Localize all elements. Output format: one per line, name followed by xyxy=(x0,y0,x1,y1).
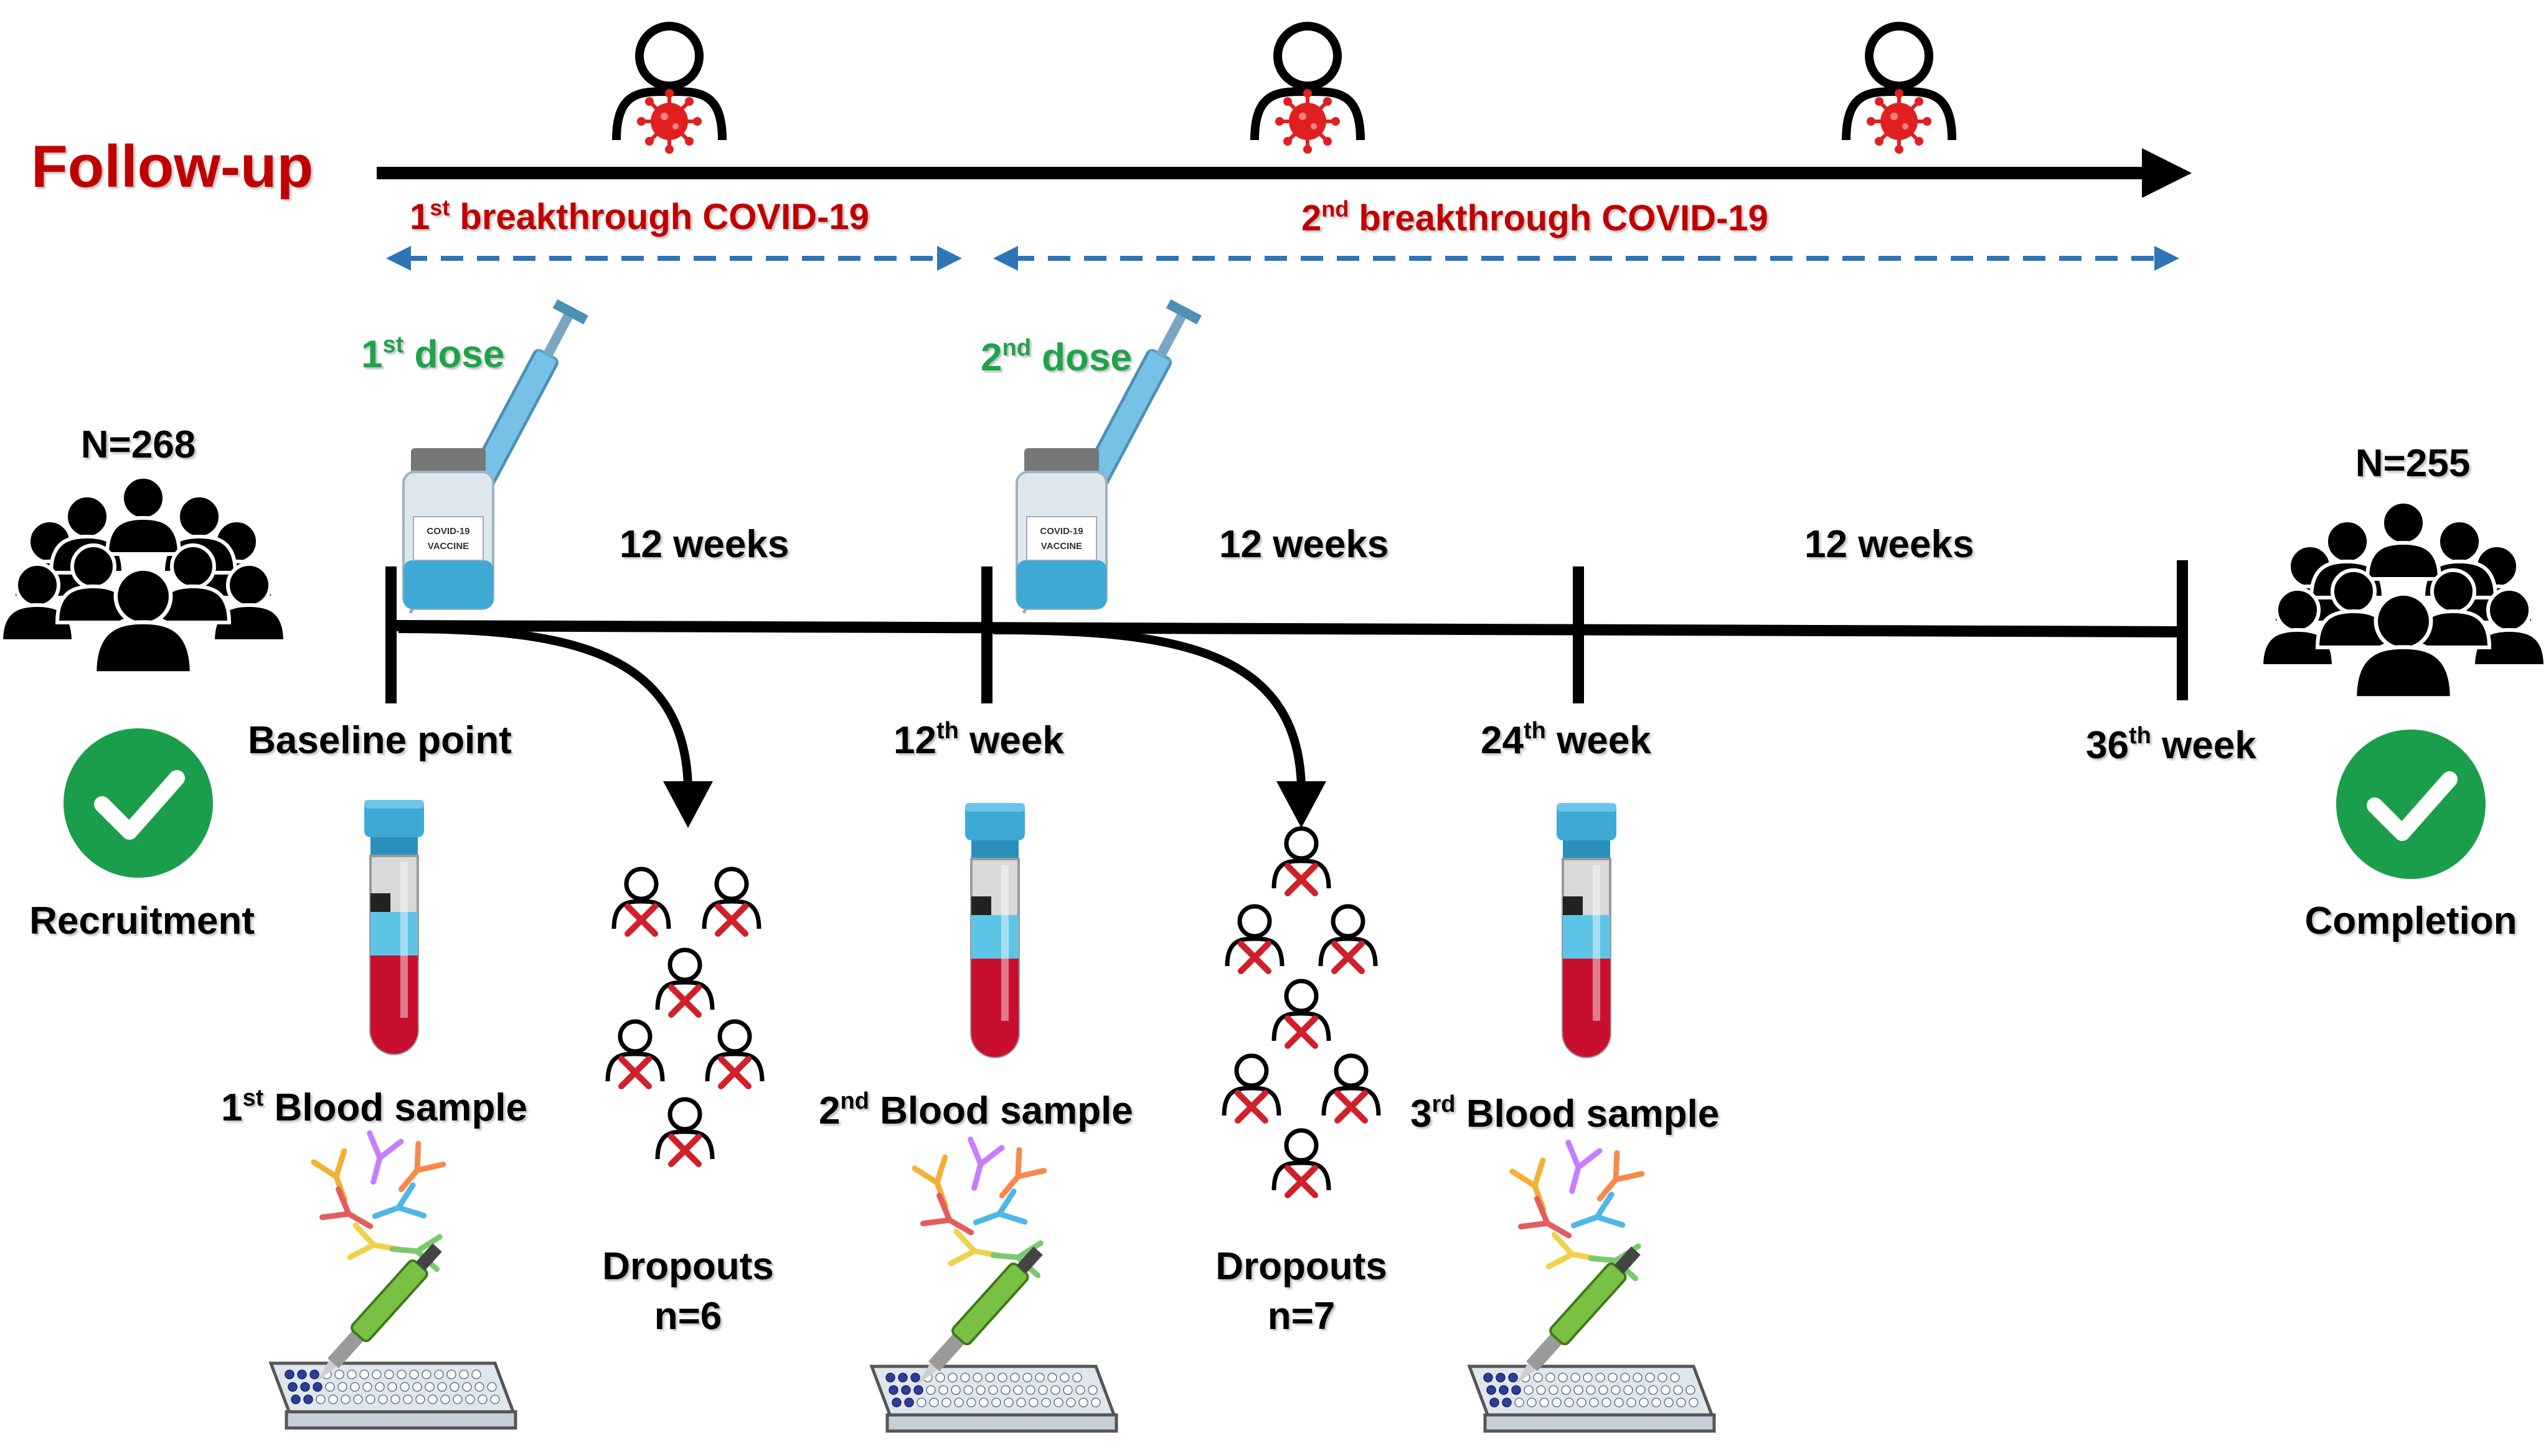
recruitment-label: Recruitment xyxy=(29,899,255,942)
timeline-axis xyxy=(390,620,2183,637)
dropout-person-icon xyxy=(608,1022,662,1086)
dashed-arrowhead-left xyxy=(993,246,1018,271)
interval-label-3: 12 weeks xyxy=(1804,523,1974,566)
interval-label-2: 12 weeks xyxy=(1219,523,1389,566)
breakthrough-label-1: 1st breakthrough COVID-19 xyxy=(410,195,869,237)
dropouts-count-2: n=7 xyxy=(1268,1295,1336,1338)
vaccine-syringe-icon: COVID-19 VACCINE xyxy=(1016,299,1202,614)
dropout-person-icon xyxy=(1274,829,1329,893)
dropout-arrowhead-2 xyxy=(1276,781,1326,828)
timepoint-week36: 36th week xyxy=(2086,723,2256,767)
dropout-person-icon xyxy=(707,1022,762,1086)
timepoint-week12: 12th week xyxy=(893,718,1064,762)
dropouts-label-1: Dropouts xyxy=(602,1245,774,1288)
dropout-person-icon xyxy=(1274,981,1329,1046)
followup-title: Follow-up xyxy=(31,133,313,200)
dropout-group-1 xyxy=(608,869,762,1164)
dropout-arrow-2 xyxy=(992,626,1306,788)
dropouts-label-2: Dropouts xyxy=(1215,1245,1387,1288)
dropout-person-icon xyxy=(614,869,669,934)
dose-label-1: 1st dose xyxy=(361,332,504,376)
dropout-person-icon xyxy=(1224,1056,1279,1120)
breakthrough-label-2: 2nd breakthrough COVID-19 xyxy=(1301,196,1768,238)
antibody-icon xyxy=(314,1133,443,1269)
infected-person-icon xyxy=(1255,26,1360,154)
dose-label-2: 2nd dose xyxy=(981,335,1132,379)
timepoint-baseline: Baseline point xyxy=(248,719,512,762)
dashed-arrowhead-left xyxy=(386,246,411,271)
dropout-group-2 xyxy=(1224,829,1379,1195)
recruitment-count: N=268 xyxy=(81,423,196,466)
dropout-person-icon xyxy=(704,869,759,934)
blood-sample-label-2: 2nd Blood sample xyxy=(819,1088,1133,1132)
dropout-arrowhead-1 xyxy=(663,781,713,828)
dropout-arrow-1 xyxy=(398,624,692,788)
vial-label: VACCINE xyxy=(428,541,469,552)
dashed-arrowhead-right xyxy=(937,246,962,271)
crowd-icon xyxy=(2261,502,2545,698)
dropout-person-icon xyxy=(1324,1056,1379,1120)
timepoint-week24: 24th week xyxy=(1481,718,1651,762)
check-circle-icon xyxy=(64,728,213,878)
completion-label: Completion xyxy=(2305,899,2517,942)
antibody-icon xyxy=(915,1139,1044,1275)
dropout-person-icon xyxy=(658,950,712,1015)
interval-label-1: 12 weeks xyxy=(620,523,789,566)
blood-tube-icon xyxy=(964,802,1026,1058)
blood-sample-label-1: 1st Blood sample xyxy=(221,1085,527,1129)
blood-sample-label-3: 3rd Blood sample xyxy=(1410,1091,1719,1135)
dropout-person-icon xyxy=(1321,906,1375,971)
infected-person-icon xyxy=(1846,26,1952,154)
dropout-person-icon xyxy=(1274,1130,1329,1195)
dropout-person-icon xyxy=(1227,906,1282,971)
blood-tube-icon xyxy=(1555,802,1618,1058)
check-circle-icon xyxy=(2336,730,2486,879)
blood-tube-icon xyxy=(363,799,425,1055)
vaccine-syringe-icon: COVID-19 VACCINE xyxy=(402,299,588,614)
dropouts-count-1: n=6 xyxy=(654,1295,722,1338)
dropout-person-icon xyxy=(658,1099,712,1164)
vial-label: COVID-19 xyxy=(427,526,469,537)
crowd-icon xyxy=(1,477,285,674)
dashed-arrowhead-right xyxy=(2154,246,2179,271)
completion-count: N=255 xyxy=(2355,442,2470,485)
followup-arrowhead xyxy=(2142,148,2192,198)
elisa-plate-pipette-icon xyxy=(872,1243,1116,1431)
infected-person-icon xyxy=(616,26,722,154)
vial-label: COVID-19 xyxy=(1040,526,1083,537)
elisa-plate-pipette-icon xyxy=(271,1240,516,1428)
vial-label: VACCINE xyxy=(1041,541,1082,552)
elisa-plate-pipette-icon xyxy=(1469,1243,1714,1431)
